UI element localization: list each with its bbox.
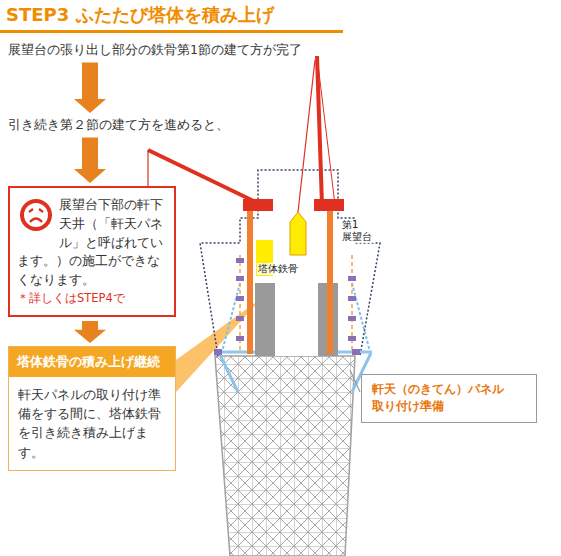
sad-face-icon [19, 198, 53, 232]
node-text: 展望台の張り出し部分の鉄骨第1節の建て方が完了 [8, 41, 348, 59]
flow-arrow [74, 138, 106, 184]
flow-arrow [74, 63, 106, 114]
title-bar [0, 30, 343, 33]
step-text: 引き続き第２節の建て方を進めると、 [8, 116, 348, 134]
callout-box: 軒天（のきてん）パネル 取り付け準備 [361, 374, 537, 423]
node-text: 引き続き第２節の建て方を進めると、 [8, 116, 348, 134]
part-label: 塔体鉄骨 [257, 263, 299, 275]
node-text: 軒天（のきてん）パネル 取り付け準備 [372, 381, 526, 416]
title: STEP3 ふたたび塔体を積み上げ [6, 3, 274, 27]
action-box: 塔体鉄骨の積み上げ継続軒天パネルの取り付け準備をする間に、塔体鉄骨を引き続き積み… [8, 346, 176, 471]
flow-arrow [74, 321, 106, 343]
warning-box: 展望台下部の軒下天井（「軒天パネル」と呼ばれています。）の施工ができなくなります… [8, 186, 176, 317]
body-text: 軒天パネルの取り付け準備をする間に、塔体鉄骨を引き続き積み上げます。 [9, 377, 175, 471]
part-label: 第1 展望台 [341, 219, 374, 243]
step-text: 展望台の張り出し部分の鉄骨第1節の建て方が完了 [8, 41, 348, 59]
note-text: ＊詳しくはSTEP4で [17, 290, 167, 307]
header-band: 塔体鉄骨の積み上げ継続 [9, 347, 175, 377]
